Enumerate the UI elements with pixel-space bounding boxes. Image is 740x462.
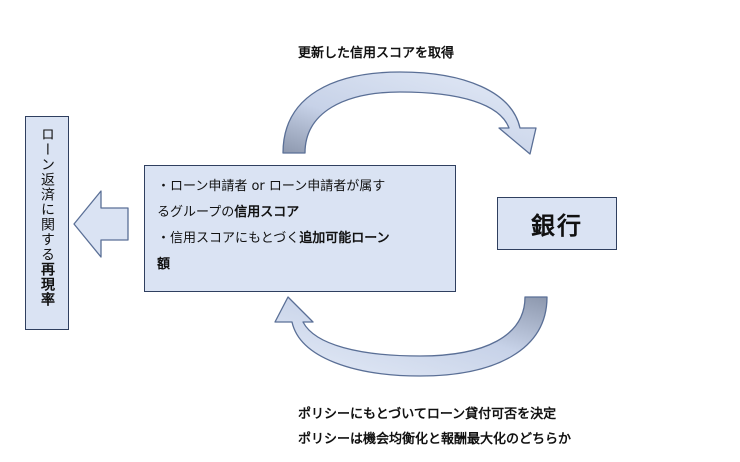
credit-score-line-1: ・ローン申請者 or ローン申請者が属す: [157, 174, 445, 200]
bottom-curved-arrow: [274, 296, 548, 377]
bottom-arrow-label-1: ポリシーにもとづいてローン貸付可否を決定: [298, 407, 557, 422]
left-block-arrow: [73, 190, 129, 258]
credit-score-line-3-text: ・信用スコアにもとづく: [157, 231, 300, 246]
top-arrow-label: 更新した信用スコアを取得: [298, 46, 455, 61]
credit-score-line-3: ・信用スコアにもとづく追加可能ローン: [157, 226, 445, 252]
bottom-arrow-label-2: ポリシーは機会均衡化と報酬最大化のどちらか: [298, 432, 572, 447]
repayment-recall-prefix: ローン返済に関する: [39, 127, 55, 262]
bank-box: 銀行: [497, 197, 617, 250]
bank-label: 銀行: [531, 212, 583, 240]
credit-score-line-4-bold: 額: [157, 257, 171, 272]
credit-score-line-2-bold: 信用スコア: [234, 205, 300, 220]
credit-score-line-2-text: るグループの: [157, 205, 235, 220]
credit-score-box: ・ローン申請者 or ローン申請者が属す るグループの信用スコア ・信用スコアに…: [144, 165, 456, 292]
credit-score-line-4: 額: [157, 252, 445, 278]
top-curved-arrow: [282, 71, 537, 155]
credit-score-line-3-bold: 追加可能ローン: [299, 231, 390, 246]
repayment-recall-label: ローン返済に関する再現率: [39, 127, 55, 329]
repayment-recall-bold: 再現率: [39, 262, 55, 307]
credit-score-line-1-text: ・ローン申請者 or ローン申請者が属す: [157, 179, 386, 194]
repayment-recall-box: ローン返済に関する再現率: [25, 116, 69, 330]
credit-score-line-2: るグループの信用スコア: [157, 200, 445, 226]
